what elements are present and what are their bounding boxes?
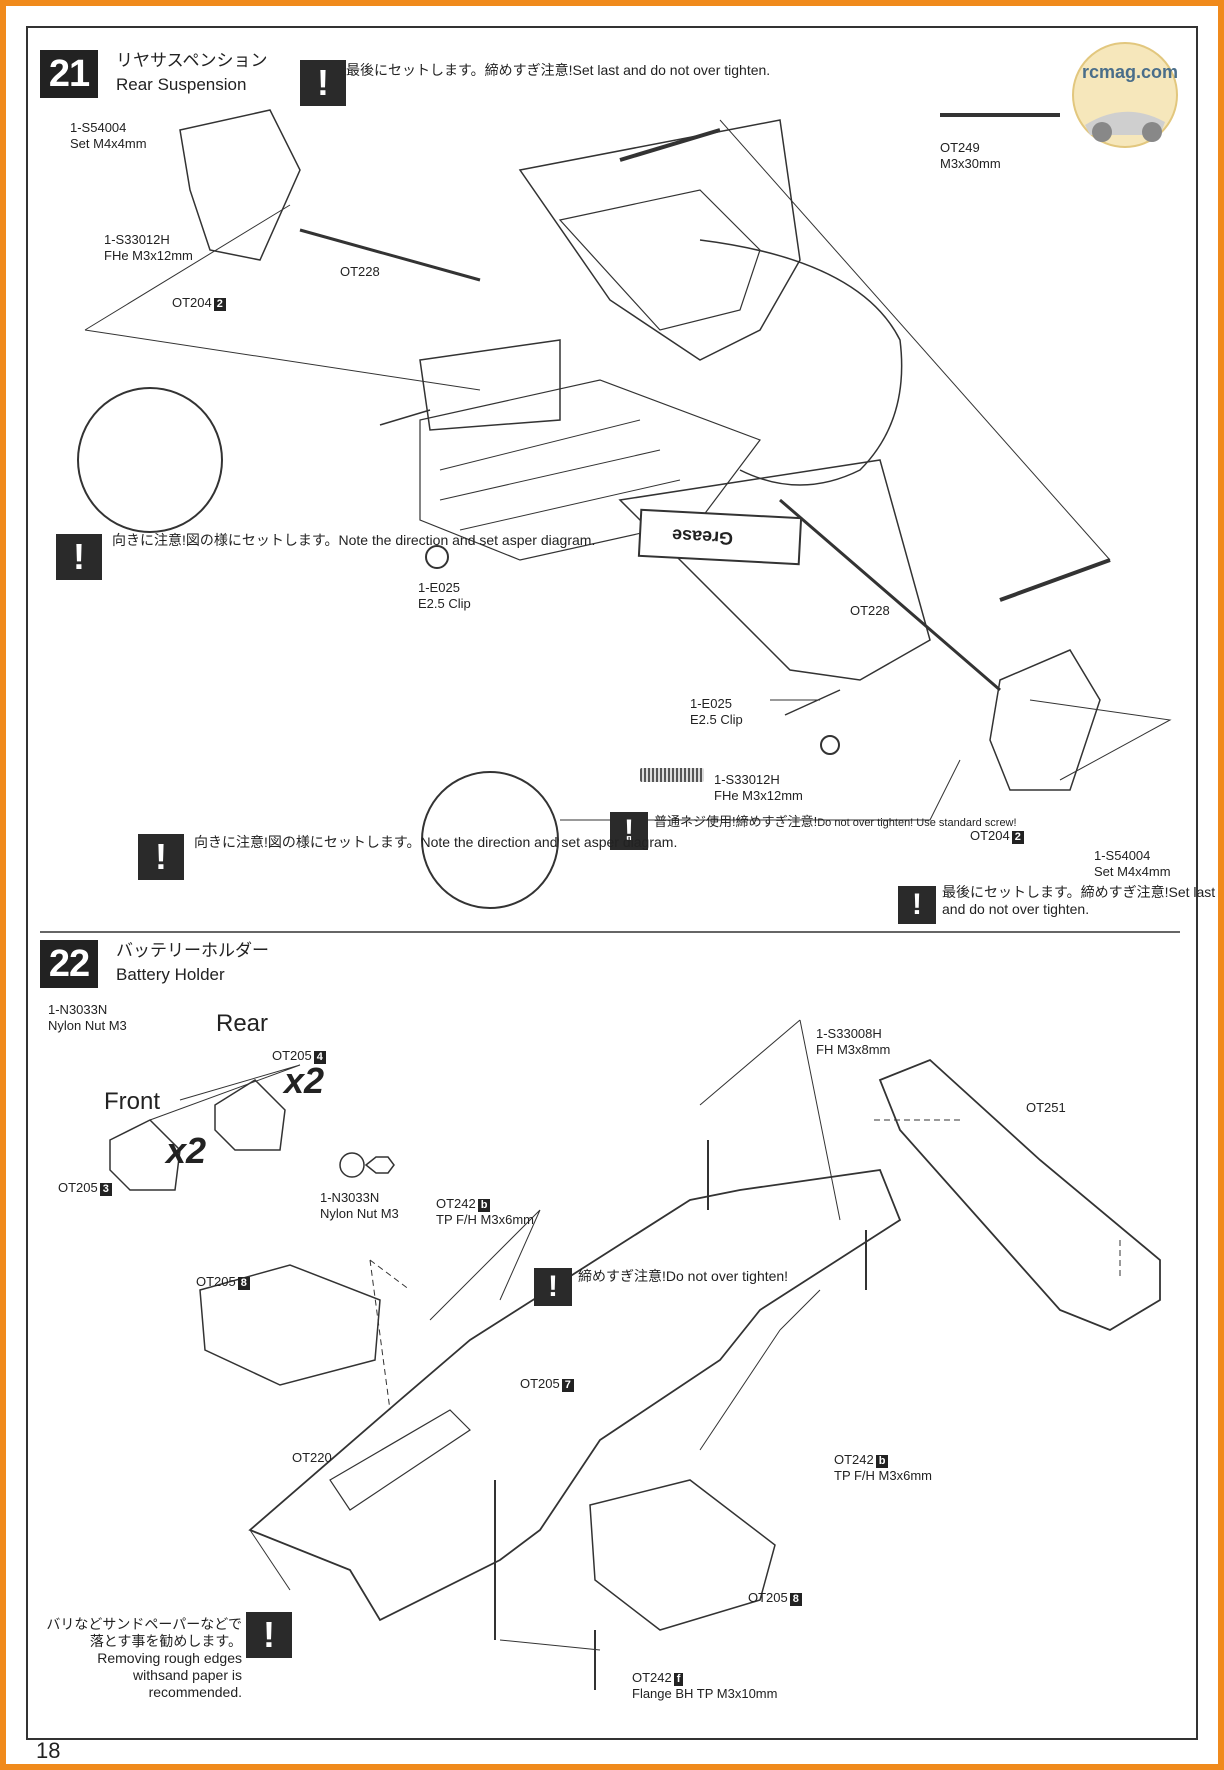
step-21-title-jp: リヤサスペンション: [116, 51, 268, 70]
screw-icon: [640, 768, 704, 782]
step-22-number: 22: [40, 940, 98, 988]
warning-icon: !: [138, 834, 184, 880]
warning-icon: !: [300, 60, 346, 106]
page-number: 18: [36, 1738, 61, 1763]
watermark-text: rcmag.com: [1082, 62, 1179, 82]
step-22-title-jp: バッテリーホルダー: [116, 941, 269, 960]
part-ot228-b: OT228: [850, 603, 890, 618]
warning-icon: !: [898, 886, 936, 924]
note-direction: 向きに注意!図の様にセットします。Note the direction and …: [112, 532, 596, 548]
rcmag-watermark-logo: rcmag.com: [1060, 40, 1190, 150]
note-tighten: 締めすぎ注意!Do not over tighten!: [578, 1268, 789, 1284]
warning-icon: !: [610, 812, 648, 850]
quantity-rear: x2: [284, 1060, 325, 1101]
part-ot251: OT251: [1026, 1100, 1066, 1115]
page-border: [26, 26, 1198, 1740]
step-21-number: 21: [40, 50, 98, 98]
warning-icon: !: [56, 534, 102, 580]
warning-icon: !: [246, 1612, 292, 1658]
rear-label: Rear: [216, 1010, 269, 1037]
note-standard-screw: 普通ネジ使用!締めすぎ注意!Do not over tighten! Use s…: [654, 814, 1017, 829]
front-label: Front: [104, 1088, 161, 1115]
quantity-front: x2: [166, 1130, 207, 1171]
step-21-title-en: Rear Suspension: [116, 75, 247, 94]
warning-icon: !: [534, 1268, 572, 1306]
part-ot220: OT220: [292, 1450, 332, 1465]
note-top: 最後にセットします。締めすぎ注意!Set last and do not ove…: [346, 62, 771, 78]
step-22-title-en: Battery Holder: [116, 965, 225, 984]
note-bottom: 最後にセットします。締めすぎ注意!Set last and do not ove…: [942, 884, 1216, 917]
part-ot228-a: OT228: [340, 264, 380, 279]
grease-label: Grease: [671, 525, 734, 549]
note-direction-2: 向きに注意!図の様にセットします。Note the direction and …: [194, 834, 678, 850]
note-rough-edges: バリなどサンドペーパーなどで落とす事を勧めします。Removing rough …: [46, 1616, 242, 1700]
